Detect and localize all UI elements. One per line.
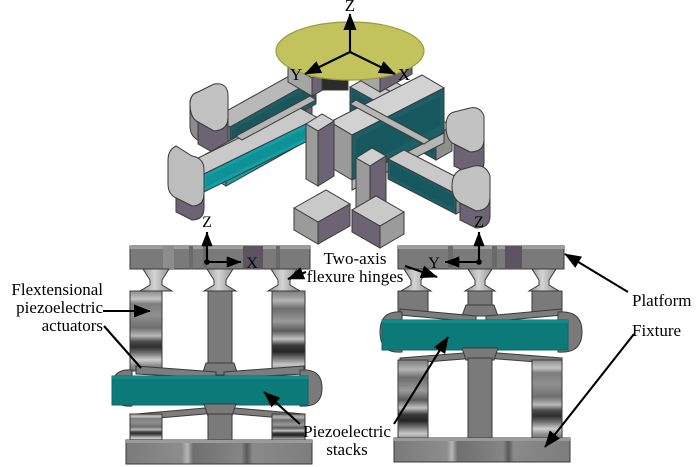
front-column-center: [201, 290, 239, 376]
side-upper-column-center: [461, 290, 499, 317]
leader-hinge-right: [404, 265, 438, 278]
side-axis-label-y: Y: [428, 255, 440, 272]
front-lower-column-left: [129, 413, 163, 443]
side-lower-column-right: [531, 359, 563, 441]
front-section-view-xz: Z X: [111, 214, 323, 465]
side-platform-bar: [397, 245, 565, 270]
front-lower-column-right: [271, 413, 306, 443]
iso-foot-right: [351, 195, 405, 249]
iso-endcap-right-lower: [451, 165, 491, 229]
side-flexure-hinge-center: [463, 268, 497, 292]
side-fixture-base: [393, 437, 571, 463]
iso-brace-left: [235, 95, 317, 141]
iso-foot-front: [292, 189, 352, 245]
side-flexure-hinge-right: [527, 268, 561, 292]
front-piezo-stack: [111, 375, 309, 406]
annotation-piezoelectric-stacks: Piezoelectric stacks: [303, 422, 391, 460]
iso-endcap-right-upper: [445, 107, 485, 175]
front-view-axes: Z X: [201, 214, 258, 272]
side-lower-column-center: [461, 347, 499, 441]
front-lower-column-center: [203, 403, 237, 443]
leader-flextensional-diagonal: [103, 325, 142, 369]
annotation-leaders: [103, 253, 635, 448]
isometric-3d-view: Z Y X: [167, 0, 491, 249]
front-platform-bar: [129, 245, 311, 270]
annotation-platform: Platform: [632, 291, 692, 310]
front-actuator-column-left: [129, 290, 163, 372]
annotation-flextensional-actuators: Flextensional piezoelectric actuators: [11, 280, 103, 336]
front-fixture-base: [125, 439, 313, 465]
iso-axis-label-z: Z: [345, 0, 355, 15]
front-flexure-hinge-center: [202, 268, 238, 292]
side-piezo-stack: [381, 319, 569, 351]
annotation-fixture: Fixture: [632, 321, 682, 340]
leader-fixture: [544, 333, 635, 448]
leader-hinge-left: [287, 267, 307, 280]
front-flexure-hinge-left: [138, 268, 174, 292]
annotation-two-axis-flexure-hinges: Two-axis flexure hinges: [306, 249, 404, 287]
iso-column-center-left: [305, 113, 335, 187]
iso-endcap-left-lower: [167, 145, 205, 221]
leader-pzt-right: [393, 336, 449, 425]
side-lower-column-left: [397, 359, 429, 441]
iso-axis-label-x: X: [398, 65, 410, 84]
front-axis-label-z: Z: [202, 214, 212, 231]
iso-brace-right: [349, 99, 431, 145]
leader-pzt-left: [263, 391, 301, 425]
front-axis-label-x: X: [246, 255, 258, 272]
front-actuator-column-right: [271, 290, 306, 372]
side-axis-label-z: Z: [474, 214, 484, 231]
iso-axes: Z Y X: [290, 0, 410, 84]
front-flexure-hinge-right: [266, 268, 302, 292]
iso-axis-label-y: Y: [290, 65, 302, 84]
side-section-view-yz: Z Y: [379, 214, 583, 463]
iso-endcap-left-upper: [189, 83, 229, 154]
leader-platform: [564, 253, 629, 293]
